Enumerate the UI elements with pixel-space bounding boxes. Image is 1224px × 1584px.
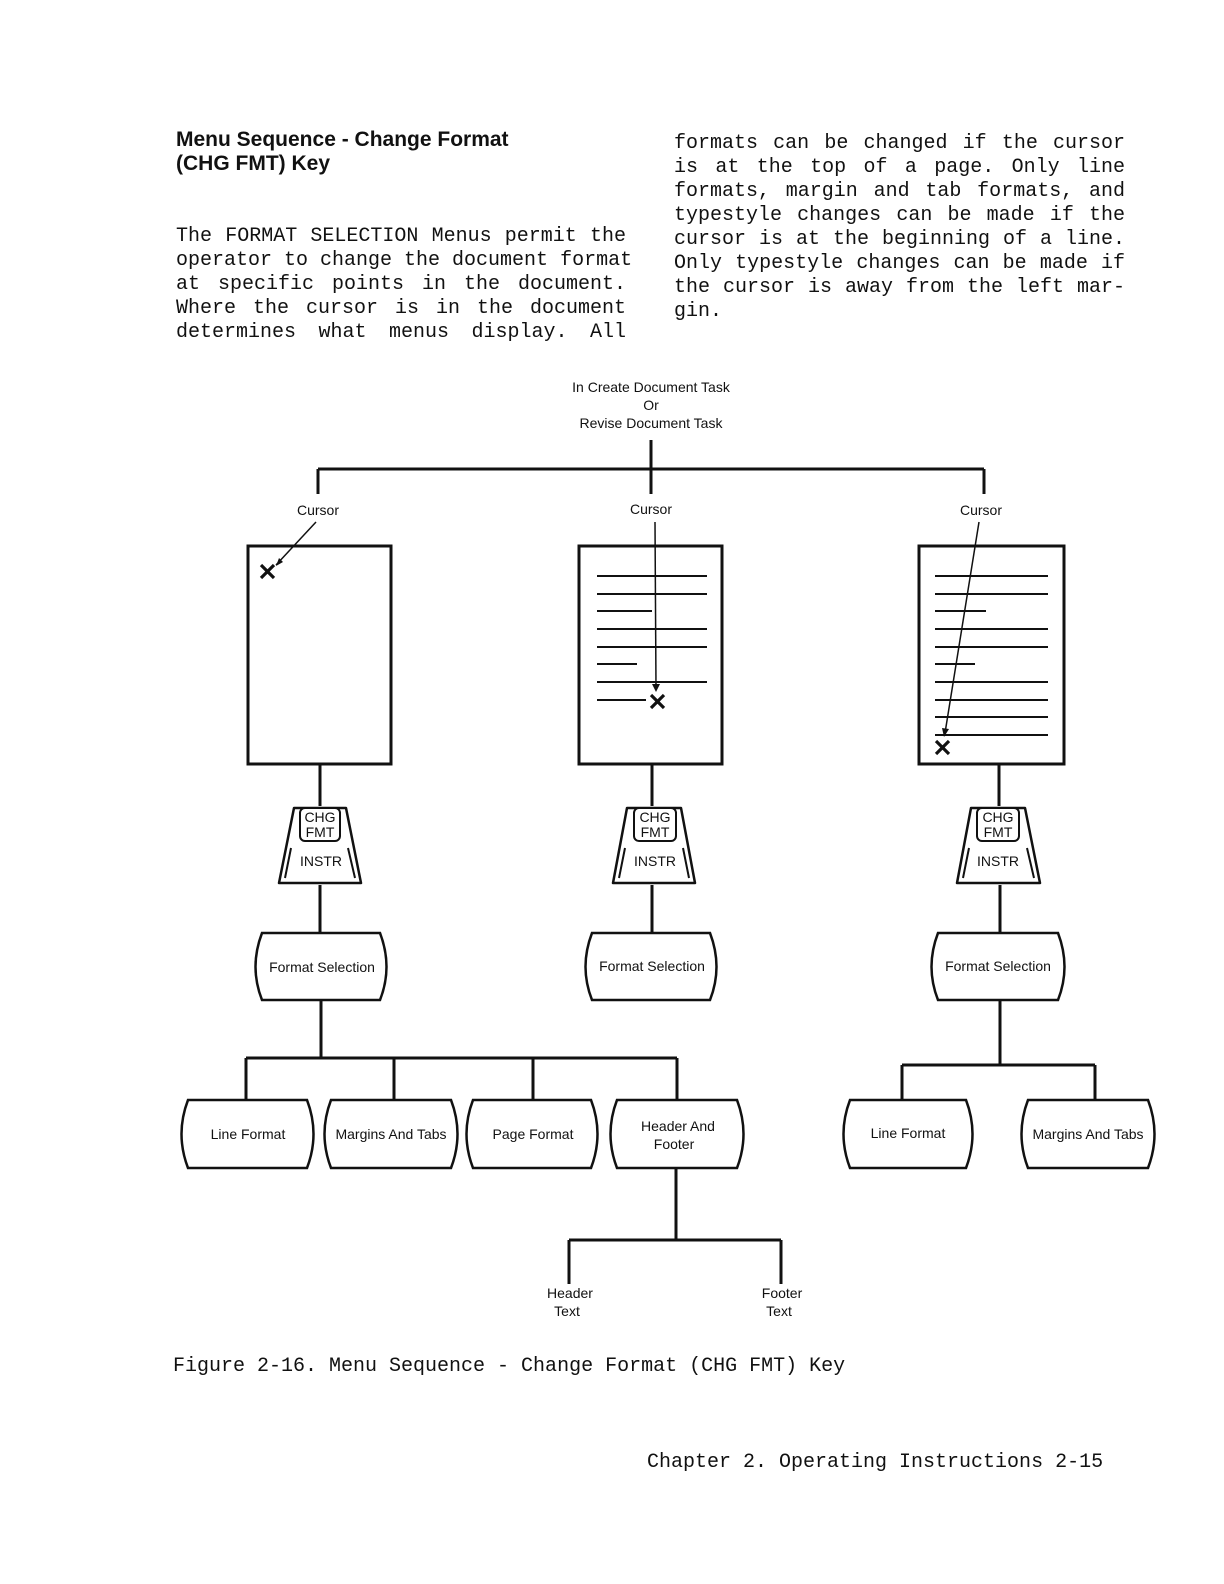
header-and-footer-label-line2: Footer: [654, 1136, 695, 1152]
page-format-label: Page Format: [493, 1126, 574, 1142]
format-selection-label: Format Selection: [269, 959, 375, 975]
start-label-line1: In Create Document Task: [572, 379, 731, 395]
body-line: formats can be changed if the cursor: [674, 132, 1125, 155]
body-text-left-column: The FORMAT SELECTION Menus permit the op…: [176, 225, 633, 345]
chg-fmt-key-bottom: INSTR: [977, 853, 1019, 869]
format-selection-label: Format Selection: [599, 958, 705, 974]
body-line: at specific points in the document.: [176, 273, 626, 296]
chg-fmt-key-top-line2: FMT: [984, 824, 1013, 840]
body-line: cursor is at the beginning of a line.: [674, 228, 1125, 251]
cursor-x-mark: [934, 739, 951, 756]
line-format-menu: Line Format: [180, 1098, 315, 1170]
header-text-line2: Text: [554, 1303, 580, 1319]
chg-fmt-key-top-line2: FMT: [641, 824, 670, 840]
chg-fmt-key-bottom: INSTR: [300, 853, 342, 869]
margins-and-tabs-menu: Margins And Tabs: [1020, 1098, 1156, 1170]
header-and-footer-menu: Header And Footer: [609, 1098, 745, 1170]
page-away-from-margin: [917, 521, 1066, 766]
cursor-label-line-start: Cursor: [630, 501, 672, 517]
page-top-of-page: [246, 521, 393, 766]
margins-and-tabs-label: Margins And Tabs: [335, 1126, 446, 1142]
chg-fmt-key: CHG FMT INSTR: [955, 806, 1042, 885]
footer-text-line2: Text: [766, 1303, 792, 1319]
chg-fmt-key: CHG FMT INSTR: [277, 806, 363, 885]
format-selection-menu: Format Selection: [584, 931, 718, 1002]
margins-and-tabs-label: Margins And Tabs: [1032, 1126, 1143, 1142]
footer-text-line1: Footer: [762, 1285, 803, 1301]
chg-fmt-key-bottom: INSTR: [634, 853, 676, 869]
line-format-menu: Line Format: [842, 1098, 974, 1170]
chg-fmt-key-top-line1: CHG: [304, 809, 335, 825]
page-footer: Chapter 2. Operating Instructions 2-15: [647, 1451, 1104, 1474]
body-line: determines what menus display. All: [176, 321, 626, 344]
page-format-menu: Page Format: [465, 1098, 599, 1170]
submenu-connectors: [244, 1000, 1097, 1284]
body-line: gin.: [674, 300, 723, 323]
chg-fmt-key-top-line1: CHG: [639, 809, 670, 825]
body-line: the cursor is away from the left mar-: [674, 276, 1125, 299]
top-connector: [316, 440, 986, 494]
start-label-line3: Revise Document Task: [580, 415, 724, 431]
cursor-label-top-of-page: Cursor: [297, 502, 339, 518]
header-and-footer-label-line1: Header And: [641, 1118, 715, 1134]
start-label-line2: Or: [643, 397, 659, 413]
body-line: is at the top of a page. Only line: [674, 156, 1125, 179]
line-format-label: Line Format: [211, 1126, 286, 1142]
format-selection-label: Format Selection: [945, 958, 1051, 974]
key-connectors: [318, 764, 1002, 933]
section-heading-line1: Menu Sequence - Change Format: [176, 128, 509, 151]
body-line: Where the cursor is in the document: [176, 297, 626, 320]
cursor-x-mark: [649, 693, 666, 710]
chg-fmt-key: CHG FMT INSTR: [611, 806, 697, 885]
chg-fmt-key-top-line2: FMT: [306, 824, 335, 840]
section-heading: Menu Sequence - Change Format (CHG FMT) …: [176, 128, 596, 176]
page-line-start: [577, 521, 724, 766]
section-heading-line2: (CHG FMT) Key: [176, 152, 330, 175]
footer-text-label: Footer Text: [762, 1285, 803, 1319]
header-text-line1: Header: [547, 1285, 593, 1301]
start-label: In Create Document Task Or Revise Docume…: [572, 379, 731, 431]
body-line: formats, margin and tab formats, and: [674, 180, 1125, 203]
body-line: operator to change the document format: [176, 249, 633, 272]
body-line: The FORMAT SELECTION Menus permit the: [176, 225, 626, 248]
body-line: typestyle changes can be made if the: [674, 204, 1125, 227]
format-selection-menu: Format Selection: [930, 931, 1066, 1002]
chg-fmt-key-top-line1: CHG: [982, 809, 1013, 825]
figure-caption: Figure 2-16. Menu Sequence - Change Form…: [173, 1355, 846, 1378]
body-text-right-column: formats can be changed if the cursor is …: [674, 132, 1125, 324]
margins-and-tabs-menu: Margins And Tabs: [323, 1098, 459, 1170]
line-format-label: Line Format: [871, 1125, 946, 1141]
cursor-labels: Cursor Cursor Cursor: [297, 501, 1002, 518]
header-text-label: Header Text: [547, 1285, 593, 1319]
cursor-x-mark: [259, 563, 276, 580]
cursor-label-away-from-margin: Cursor: [960, 502, 1002, 518]
format-selection-menu: Format Selection: [254, 931, 388, 1002]
body-line: Only typestyle changes can be made if: [674, 252, 1125, 275]
